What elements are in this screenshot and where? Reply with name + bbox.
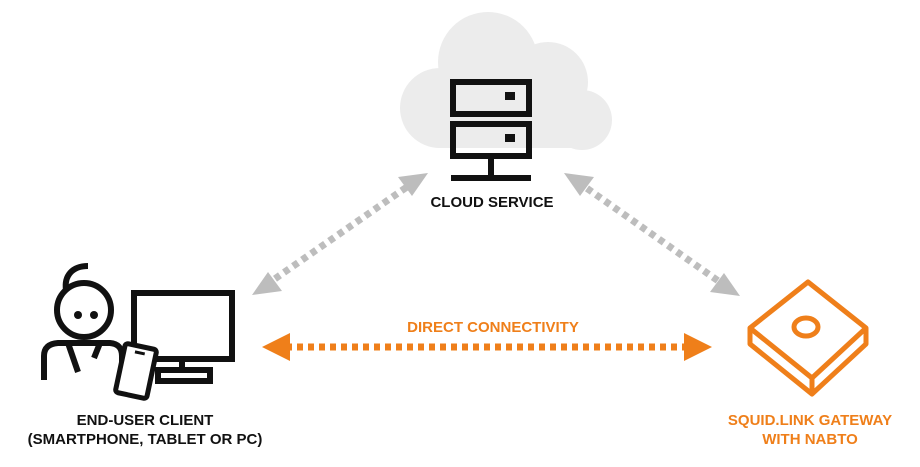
client-label-line2: (SMARTPHONE, TABLET OR PC) [27,431,263,448]
desktop-monitor-icon [131,290,235,384]
link-cloud-gateway [564,173,740,296]
link-client-gateway-direct [262,333,712,361]
smartphone-icon [113,341,159,401]
gateway-label: SQUID.LINK GATEWAY WITH NABTO [700,411,920,449]
link-client-cloud [252,173,428,295]
gateway-label-line2: WITH NABTO [762,431,858,448]
gateway-device-icon [747,279,869,397]
cloud-service-label: CLOUD SERVICE [430,194,554,211]
gateway-label-line1: SQUID.LINK GATEWAY [727,412,893,429]
client-label-line1: END-USER CLIENT [76,412,214,429]
server-rack-icon [450,79,532,181]
direct-connectivity-label: DIRECT CONNECTIVITY [407,319,579,336]
client-label: END-USER CLIENT (SMARTPHONE, TABLET OR P… [0,411,290,449]
user-person-icon [41,263,125,380]
